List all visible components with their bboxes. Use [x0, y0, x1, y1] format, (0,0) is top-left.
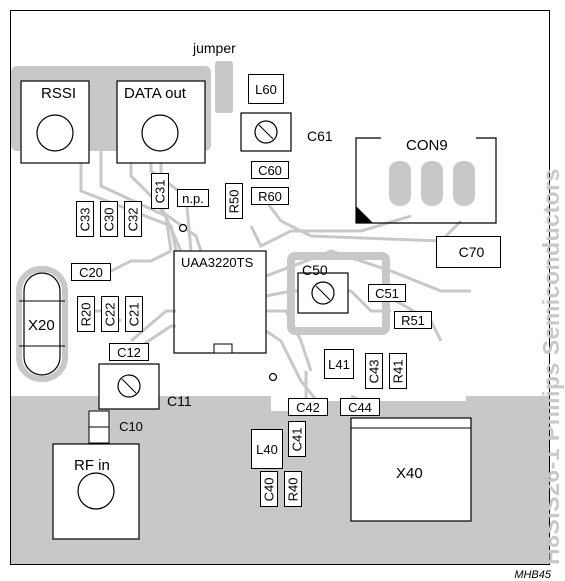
- c42: C42: [288, 398, 328, 416]
- c21: C21: [125, 296, 143, 332]
- c10: C10: [119, 418, 143, 434]
- c30: C30: [100, 201, 118, 237]
- via-2: [268, 372, 278, 382]
- c20: C20: [71, 263, 111, 281]
- r41: R41: [389, 353, 407, 389]
- figure-code: MHB45: [514, 569, 551, 581]
- np: n.p.: [177, 189, 209, 207]
- c50-label: C50: [302, 262, 328, 278]
- jumper-label: jumper: [193, 40, 236, 56]
- c61-label: C61: [307, 128, 333, 144]
- r50: R50: [225, 183, 243, 219]
- c22: C22: [101, 296, 119, 332]
- c41: C41: [288, 421, 306, 457]
- x40-label: X40: [396, 465, 423, 482]
- x20-label: X20: [28, 317, 55, 334]
- ground-plane-right: [466, 396, 549, 564]
- via-1: [178, 223, 188, 233]
- vertical-title: H8SIS26-1 Philips Semiconductors: [538, 168, 564, 565]
- rssi-label: RSSI: [41, 85, 77, 102]
- c60: C60: [251, 161, 289, 179]
- pcb-board: jumper RSSI DATA out RF in CON9 X20 X40 …: [10, 10, 550, 565]
- ic-label: UAA3220TS: [181, 255, 254, 270]
- l41: L41: [324, 349, 354, 379]
- c33: C33: [76, 201, 94, 237]
- data-out-label: DATA out: [124, 85, 186, 102]
- x40-body: [350, 417, 472, 522]
- c70: C70: [436, 236, 501, 268]
- r20: R20: [77, 296, 95, 332]
- rf-in-label: RF in: [74, 457, 110, 474]
- con9-label: CON9: [404, 137, 450, 154]
- con9-outline: [19, 80, 497, 540]
- c11-label: C11: [167, 393, 192, 409]
- l60: L60: [248, 74, 284, 104]
- c31: C31: [151, 173, 169, 209]
- c12: C12: [109, 343, 149, 361]
- c40: C40: [260, 471, 278, 507]
- r60: R60: [251, 187, 289, 205]
- c32: C32: [124, 201, 142, 237]
- c43: C43: [365, 353, 383, 389]
- l40: L40: [251, 429, 283, 469]
- r51: R51: [394, 311, 432, 329]
- c44: C44: [340, 398, 380, 416]
- c51: C51: [368, 284, 406, 302]
- r40: R40: [284, 471, 302, 507]
